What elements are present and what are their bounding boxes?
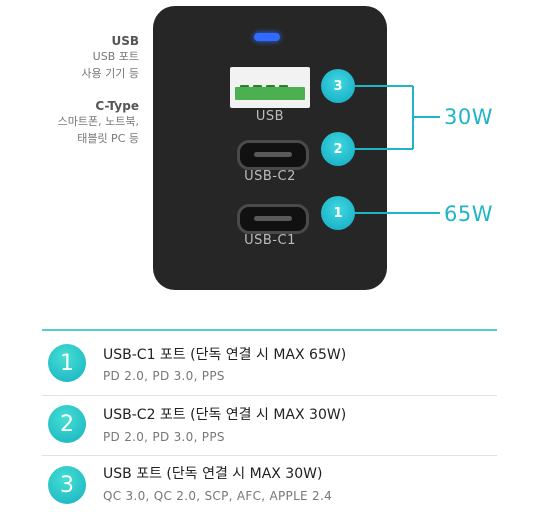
spec-title: USB-C2 포트 (단독 연결 시 MAX 30W): [103, 407, 347, 423]
spec-detail: QC 3.0, QC 2.0, SCP, AFC, APPLE 2.4: [103, 489, 333, 503]
connector-lines: [355, 85, 440, 214]
row-divider: [42, 455, 497, 456]
port-marker-2: 2: [321, 132, 355, 166]
port-label-usb: USB: [255, 109, 285, 124]
usb-a-port: [230, 67, 310, 108]
legend-ctype-line: 스마트폰, 노트북,: [57, 115, 139, 128]
watt-label-65w: 65W: [444, 202, 493, 226]
port-marker-1: 1: [321, 196, 355, 230]
legend-ctype: C-Type 스마트폰, 노트북, 태블릿 PC 등: [58, 99, 139, 147]
usb-port-insert: [235, 87, 305, 100]
legend-ctype-heading: C-Type: [95, 99, 139, 113]
spec-title: USB-C1 포트 (단독 연결 시 MAX 65W): [103, 347, 347, 363]
legend-usb-line: USB 포트: [92, 50, 139, 63]
usb-c2-port: [237, 140, 309, 170]
legend-ctype-line: 태블릿 PC 등: [77, 132, 139, 145]
spec-detail: PD 2.0, PD 3.0, PPS: [103, 430, 225, 444]
spec-number-badge: 1: [48, 344, 86, 382]
spec-title: USB 포트 (단독 연결 시 MAX 30W): [103, 466, 323, 482]
port-label-usb-c2: USB-C2: [244, 169, 296, 184]
legend-usb-line: 사용 기기 등: [81, 67, 139, 80]
status-led: [254, 33, 280, 41]
port-marker-3: 3: [321, 69, 355, 103]
legend-usb-heading: USB: [111, 34, 139, 48]
spec-number-badge: 3: [48, 466, 86, 504]
usb-c1-port: [237, 204, 309, 234]
row-divider: [42, 395, 497, 396]
spec-detail: PD 2.0, PD 3.0, PPS: [103, 369, 225, 383]
spec-number-badge: 2: [48, 405, 86, 443]
port-label-usb-c1: USB-C1: [244, 233, 296, 248]
legend-usb: USB USB 포트 사용 기기 등: [81, 34, 139, 82]
watt-label-30w: 30W: [444, 105, 493, 129]
spec-top-rule: [42, 329, 497, 331]
